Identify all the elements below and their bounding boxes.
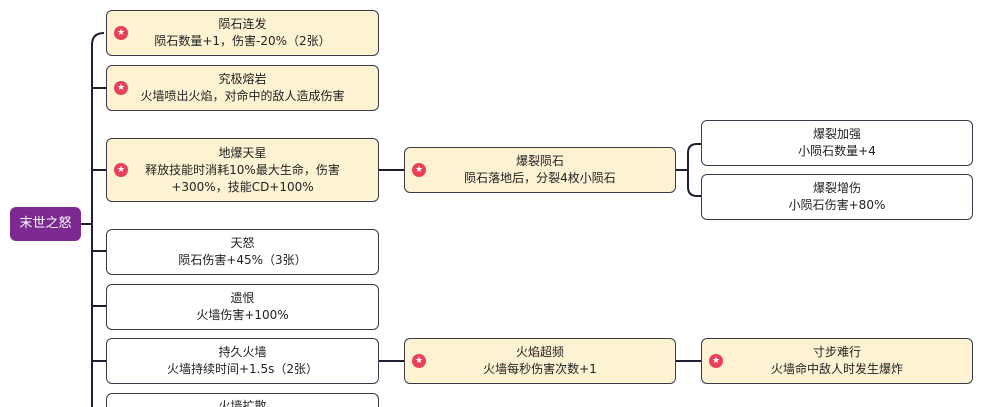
- node-title: 遗恨: [230, 291, 255, 305]
- node-desc: 小陨石伤害+80%: [788, 198, 886, 212]
- node-title: 天怒: [230, 236, 255, 250]
- node-desc: 火墙每秒伤害次数+1: [483, 362, 597, 376]
- node-desc: 火墙命中敌人时发生爆炸: [770, 362, 903, 376]
- node-title: 爆裂增伤: [812, 181, 861, 195]
- node-desc: 小陨石数量+4: [798, 144, 876, 158]
- node-title: 爆裂陨石: [515, 154, 564, 168]
- star-badge-icon: ★: [114, 81, 128, 95]
- connector-c1-children: [676, 143, 701, 197]
- node-b7[interactable]: 火墙扩散: [106, 393, 379, 407]
- node-b3c1a[interactable]: 爆裂加强 小陨石数量+4: [701, 120, 973, 166]
- node-desc: 陨石伤害+45%（3张）: [178, 253, 307, 267]
- node-desc: 火墙喷出火焰，对命中的敌人造成伤害: [140, 89, 345, 103]
- node-b2[interactable]: ★ 究极熔岩 火墙喷出火焰，对命中的敌人造成伤害: [106, 65, 379, 111]
- star-badge-icon: ★: [114, 26, 128, 40]
- node-title: 究极熔岩: [218, 72, 267, 86]
- node-desc: +300%，技能CD+100%: [171, 179, 314, 194]
- node-desc: 火墙伤害+100%: [196, 308, 289, 322]
- node-title: 地爆天星: [218, 145, 267, 160]
- node-desc: 火墙持续时间+1.5s（2张）: [166, 362, 319, 376]
- node-b6[interactable]: 持久火墙 火墙持续时间+1.5s（2张）: [106, 338, 379, 384]
- node-b3c1[interactable]: ★ 爆裂陨石 陨石落地后，分裂4枚小陨石: [404, 147, 676, 193]
- node-b3c1b[interactable]: 爆裂增伤 小陨石伤害+80%: [701, 174, 973, 220]
- node-b3[interactable]: ★ 地爆天星 释放技能时消耗10%最大生命，伤害 +300%，技能CD+100%: [106, 138, 379, 202]
- connector-trunk: [91, 32, 105, 407]
- node-b5[interactable]: 遗恨 火墙伤害+100%: [106, 284, 379, 330]
- node-desc: 释放技能时消耗10%最大生命，伤害: [145, 162, 340, 177]
- node-title: 陨石连发: [218, 17, 267, 31]
- node-title: 火焰超频: [515, 345, 564, 359]
- root-node[interactable]: 末世之怒: [10, 207, 81, 241]
- node-title: 寸步难行: [812, 345, 861, 359]
- node-b6c1[interactable]: ★ 火焰超频 火墙每秒伤害次数+1: [404, 338, 676, 384]
- node-title: 持久火墙: [218, 345, 267, 359]
- node-b4[interactable]: 天怒 陨石伤害+45%（3张）: [106, 229, 379, 275]
- star-badge-icon: ★: [114, 163, 128, 177]
- node-b1[interactable]: ★ 陨石连发 陨石数量+1，伤害-20%（2张）: [106, 10, 379, 56]
- node-desc: 陨石落地后，分裂4枚小陨石: [464, 171, 616, 185]
- node-b6c1a[interactable]: ★ 寸步难行 火墙命中敌人时发生爆炸: [701, 338, 973, 384]
- node-title: 火墙扩散: [218, 399, 267, 407]
- star-badge-icon: ★: [412, 163, 426, 177]
- star-badge-icon: ★: [412, 354, 426, 368]
- node-desc: 陨石数量+1，伤害-20%（2张）: [154, 34, 331, 48]
- star-badge-icon: ★: [709, 354, 723, 368]
- node-title: 爆裂加强: [812, 127, 861, 141]
